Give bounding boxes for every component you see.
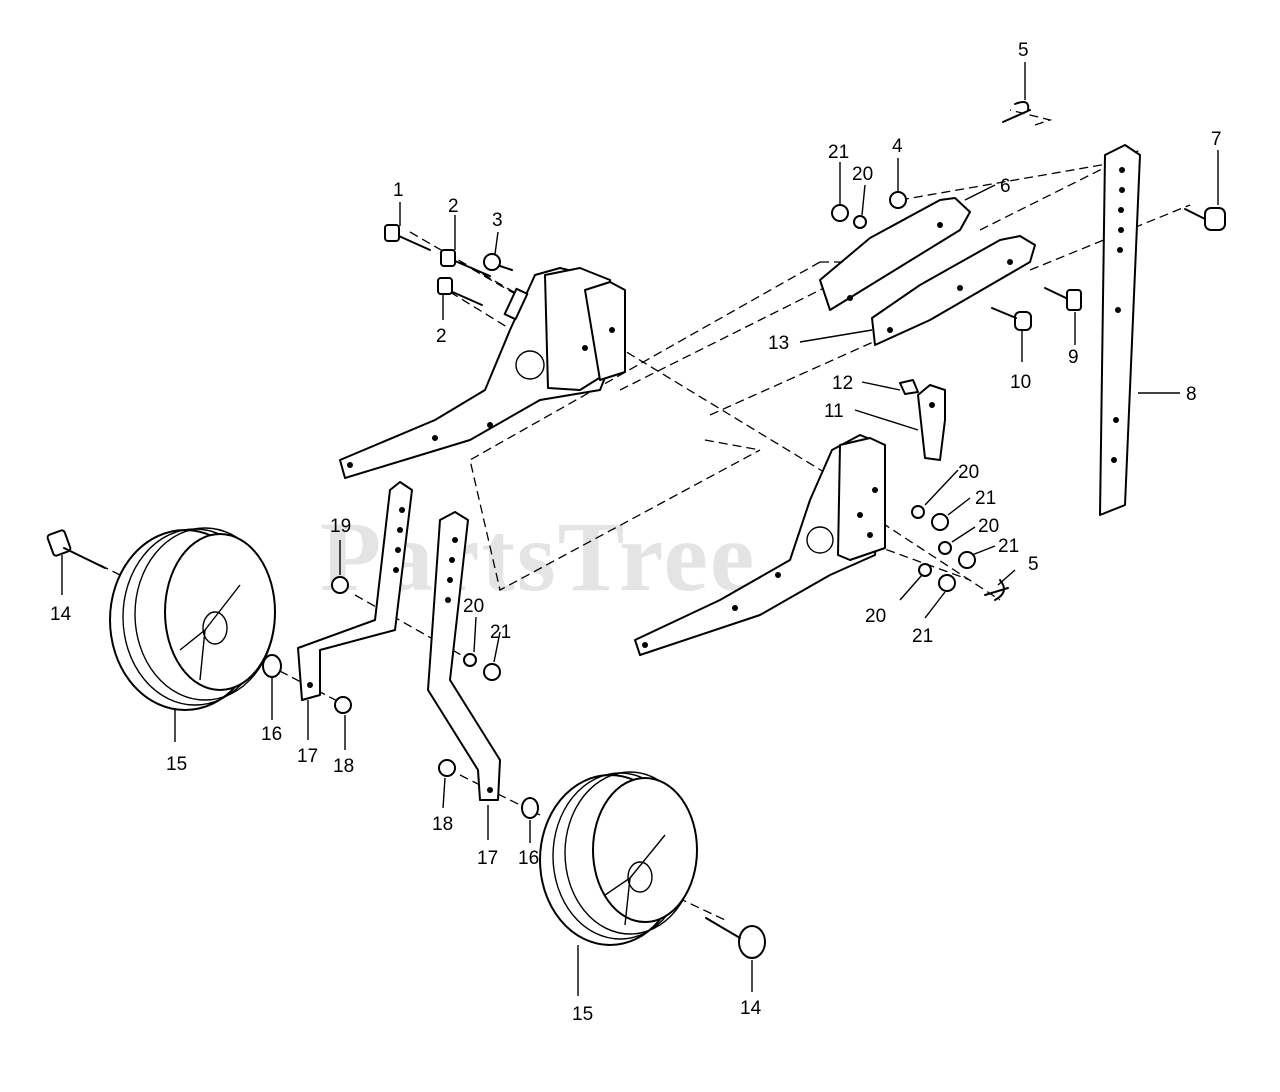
callout-14-left: 14 bbox=[50, 604, 72, 625]
depth-bracket-17-left bbox=[297, 481, 413, 701]
wheel-15-right bbox=[539, 771, 698, 946]
callout-13: 13 bbox=[768, 333, 789, 354]
callout-15-left: 15 bbox=[166, 754, 187, 775]
right-frame-bracket bbox=[634, 434, 886, 656]
callout-17-right: 17 bbox=[477, 848, 498, 869]
callout-21-right-1: 21 bbox=[975, 488, 996, 509]
leader-lines bbox=[61, 62, 1219, 996]
callout-labels: 1 2 2 3 4 5 5 6 7 8 9 10 11 12 13 14 14 … bbox=[50, 40, 1222, 1025]
callout-4: 4 bbox=[892, 136, 903, 157]
left-frame-bracket bbox=[339, 267, 626, 479]
callout-16-left: 16 bbox=[261, 724, 282, 745]
hardware bbox=[46, 101, 1226, 959]
callout-11: 11 bbox=[824, 401, 844, 422]
callout-16-right: 16 bbox=[518, 848, 539, 869]
callout-5-top: 5 bbox=[1018, 40, 1029, 61]
callout-21-top: 21 bbox=[828, 142, 849, 163]
callout-20-right-2: 20 bbox=[978, 516, 999, 537]
callout-9: 9 bbox=[1068, 347, 1079, 368]
callout-20-right-3: 20 bbox=[865, 606, 886, 627]
callout-20-bracket: 20 bbox=[463, 596, 484, 617]
callout-15-right: 15 bbox=[572, 1004, 593, 1025]
callout-10: 10 bbox=[1010, 372, 1031, 393]
callout-18-right: 18 bbox=[432, 814, 453, 835]
callout-5-right: 5 bbox=[1028, 554, 1039, 575]
hitch-plate-11 bbox=[917, 384, 946, 461]
wheel-15-left bbox=[109, 527, 276, 711]
callout-18-left: 18 bbox=[333, 756, 354, 777]
top-bracket-6 bbox=[819, 197, 971, 311]
adjustment-bar-8 bbox=[1099, 144, 1141, 516]
callout-17-left: 17 bbox=[297, 746, 318, 767]
callout-3: 3 bbox=[492, 210, 503, 231]
top-bracket-13 bbox=[871, 235, 1036, 346]
spacer-12 bbox=[899, 379, 919, 395]
callout-1: 1 bbox=[393, 180, 404, 201]
callout-2-bottom: 2 bbox=[436, 326, 447, 347]
callout-20-top: 20 bbox=[852, 164, 873, 185]
callout-21-right-2: 21 bbox=[998, 536, 1019, 557]
callout-12: 12 bbox=[832, 373, 853, 394]
callout-7: 7 bbox=[1211, 129, 1222, 150]
callout-8: 8 bbox=[1186, 384, 1197, 405]
callout-21-bracket: 21 bbox=[490, 622, 511, 643]
callout-19: 19 bbox=[330, 516, 351, 537]
callout-20-right-1: 20 bbox=[958, 462, 979, 483]
depth-bracket-17-right bbox=[427, 511, 501, 801]
callout-21-right-3: 21 bbox=[912, 626, 933, 647]
callout-6: 6 bbox=[1000, 176, 1011, 197]
callout-2-top: 2 bbox=[448, 196, 459, 217]
callout-14-right: 14 bbox=[740, 998, 762, 1019]
